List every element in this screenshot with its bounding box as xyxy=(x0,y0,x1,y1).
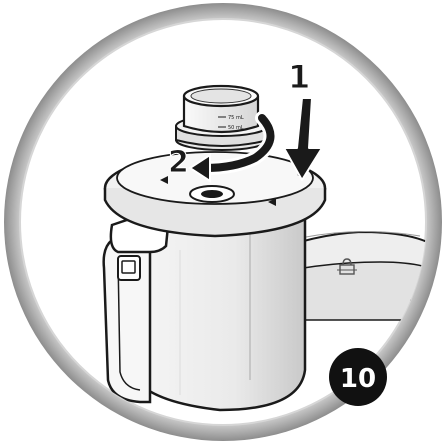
bowl-lid xyxy=(103,151,327,238)
rotate-arrow-icon xyxy=(188,111,278,183)
step-number-badge: 10 xyxy=(329,348,387,406)
step-1-label: 1 xyxy=(288,58,310,96)
badge-number: 10 xyxy=(340,364,376,394)
triangle-marker-icon xyxy=(268,198,276,206)
cup-mark-lower: 50 mL xyxy=(228,125,244,131)
triangle-marker-icon xyxy=(160,176,168,184)
step-2-label: 2 xyxy=(168,145,189,180)
arrow-down-icon xyxy=(283,97,323,181)
measuring-cup: 75 mL 50 mL xyxy=(175,84,269,151)
cup-mark-upper: 75 mL xyxy=(228,115,244,121)
padlock-icon xyxy=(337,258,357,275)
